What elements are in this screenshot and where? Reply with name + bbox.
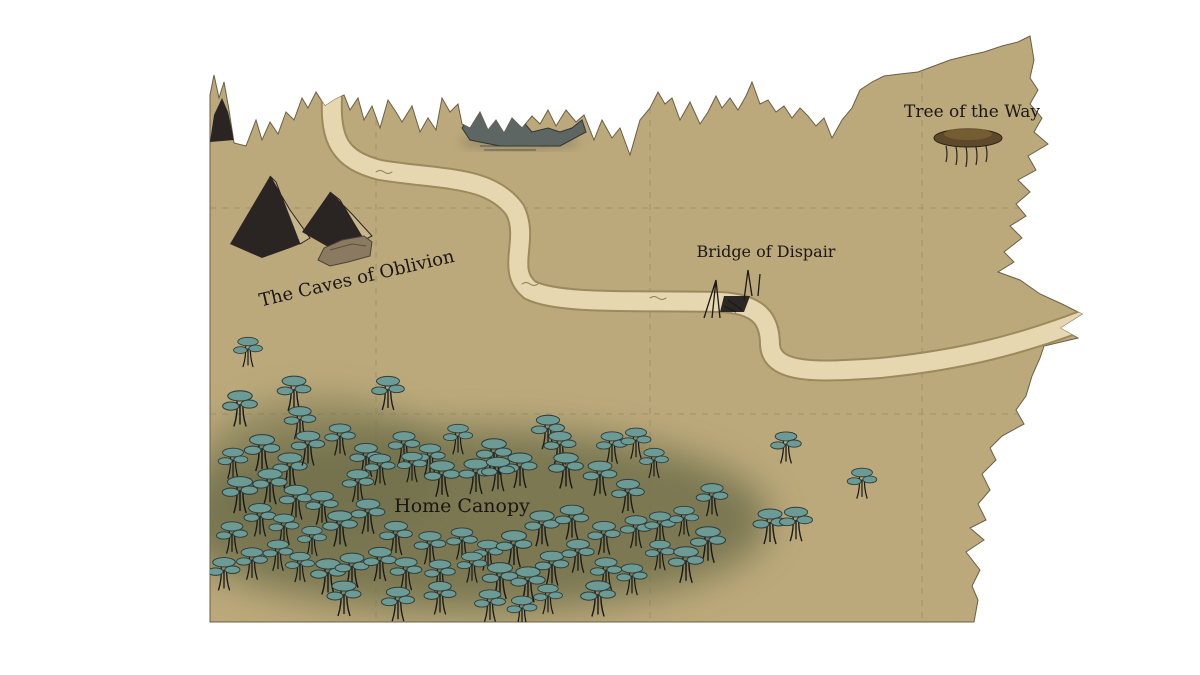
canopy-tree-icon — [233, 336, 263, 368]
tree-of-the-way-icon — [933, 128, 1003, 168]
home-canopy-forest — [210, 336, 878, 622]
canopy-tree-icon — [363, 546, 397, 582]
canopy-tree-icon — [596, 431, 628, 464]
canopy-tree-icon — [543, 431, 577, 465]
canopy-tree-icon — [413, 531, 447, 565]
home-canopy-label: Home Canopy — [394, 495, 530, 517]
canopy-tree-icon — [524, 510, 560, 547]
road — [320, 87, 1082, 382]
canopy-tree-icon — [310, 558, 346, 595]
canopy-tree-icon — [387, 431, 421, 465]
canopy-tree-icon — [667, 546, 705, 584]
canopy-tree-icon — [216, 521, 248, 554]
canopy-tree-icon — [846, 467, 878, 499]
canopy-tree-icon — [619, 515, 653, 549]
canopy-tree-icon — [620, 427, 652, 460]
canopy-tree-icon — [396, 451, 428, 483]
canopy-tree-icon — [290, 430, 326, 466]
canopy-tree-icon — [217, 447, 249, 479]
canopy-tree-icon — [770, 431, 802, 464]
canopy-tree-icon — [324, 423, 356, 456]
bridge-of-dispair-label: Bridge of Dispair — [697, 242, 836, 261]
canopy-tree-icon — [371, 375, 405, 411]
map-interior — [210, 60, 1082, 622]
canopy-tree-icon — [561, 538, 595, 573]
canopy-tree-icon — [305, 490, 339, 525]
canopy-tree-icon — [474, 589, 506, 622]
canopy-tree-icon — [243, 434, 281, 472]
canopy-tree-icon — [276, 375, 312, 411]
canopy-tree-icon — [554, 504, 590, 540]
canopy-tree-icon — [611, 478, 645, 514]
canopy-tree-icon — [297, 525, 327, 557]
canopy-tree-icon — [456, 551, 488, 583]
canopy-tree-icon — [364, 453, 396, 486]
canopy-tree-icon — [252, 468, 288, 505]
canopy-tree-icon — [221, 476, 259, 514]
caves-mountains-icon — [230, 175, 373, 267]
tree-of-the-way-label: Tree of the Way — [904, 102, 1040, 122]
canopy-tree-icon — [210, 557, 241, 591]
canopy-tree-icon — [779, 506, 813, 542]
bridge-icon — [703, 269, 761, 319]
canopy-tree-icon — [689, 526, 727, 564]
canopy-tree-icon — [668, 505, 700, 537]
canopy-tree-icon — [326, 580, 362, 617]
canopy-tree-icon — [262, 539, 294, 572]
canopy-tree-icon — [350, 498, 386, 534]
canopy-tree-icon — [222, 390, 258, 427]
canopy-tree-icon — [389, 557, 423, 591]
canopy-tree-icon — [510, 566, 546, 603]
canopy-tree-icon — [506, 595, 538, 622]
canopy-tree-icon — [534, 550, 570, 586]
canopy-tree-icon — [341, 469, 375, 503]
canopy-tree-icon — [481, 456, 515, 492]
canopy-tree-icon — [423, 460, 461, 498]
canopy-tree-icon — [285, 551, 315, 583]
canopy-tree-icon — [381, 586, 415, 622]
canopy-tree-icon — [580, 580, 616, 617]
canopy-tree-icon — [548, 452, 584, 489]
canopy-tree-icon — [495, 530, 533, 568]
dark-crag-icon — [210, 98, 234, 142]
canopy-tree-icon — [446, 527, 478, 560]
canopy-tree-icon — [379, 520, 413, 556]
canopy-tree-icon — [268, 513, 300, 546]
canopy-tree-icon — [582, 460, 618, 496]
canopy-tree-icon — [283, 406, 317, 440]
canopy-tree-icon — [695, 483, 729, 517]
canopy-tree-icon — [639, 447, 669, 479]
canopy-tree-icon — [616, 563, 648, 596]
canopy-tree-icon — [423, 581, 457, 615]
canopy-tree-icon — [533, 583, 563, 615]
canopy-tree-icon — [243, 503, 277, 537]
canopy-tree-icon — [442, 423, 474, 455]
canopy-tree-icon — [236, 547, 268, 580]
canopy-tree-icon — [502, 452, 538, 489]
canopy-tree-icon — [587, 520, 621, 555]
